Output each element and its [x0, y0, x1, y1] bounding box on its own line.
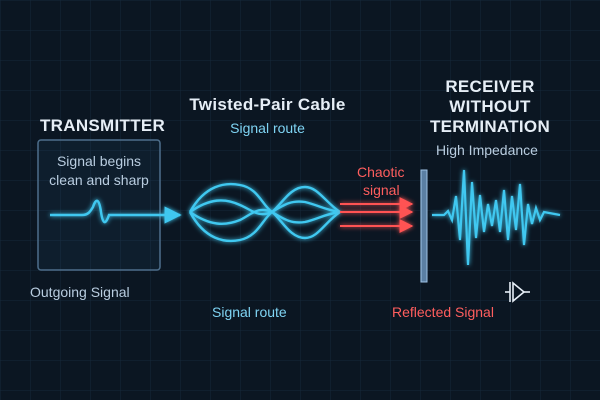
cable-subtitle: Signal route	[230, 120, 305, 136]
receiver-subtitle: High Impedance	[436, 142, 538, 158]
transmitter-title: TRANSMITTER	[40, 116, 166, 135]
signal-route-label: Signal route	[212, 304, 287, 320]
transmitter-desc-line1: Signal begins	[56, 153, 142, 169]
twisted-pair-cable	[188, 182, 341, 243]
reflection-end-icon	[505, 281, 530, 303]
cable-title: Twisted-Pair Cable	[189, 95, 346, 114]
clean-signal-wave	[50, 199, 182, 224]
receiver-barrier	[420, 169, 428, 283]
outgoing-signal-label: Outgoing Signal	[30, 284, 130, 300]
chaotic-label-line2: signal	[363, 182, 400, 198]
receiver-title-line1: RECEIVER	[445, 77, 535, 96]
chaotic-label-line1: Chaotic	[357, 164, 405, 180]
receiver-title-line3: TERMINATION	[429, 117, 551, 136]
ringing-signal-wave	[432, 169, 561, 266]
reflected-signal-label: Reflected Signal	[392, 304, 494, 320]
chaotic-signal-arrows	[340, 197, 414, 233]
transmitter-desc-line2: clean and sharp	[49, 172, 149, 188]
receiver-title-line2: WITHOUT	[449, 97, 531, 116]
